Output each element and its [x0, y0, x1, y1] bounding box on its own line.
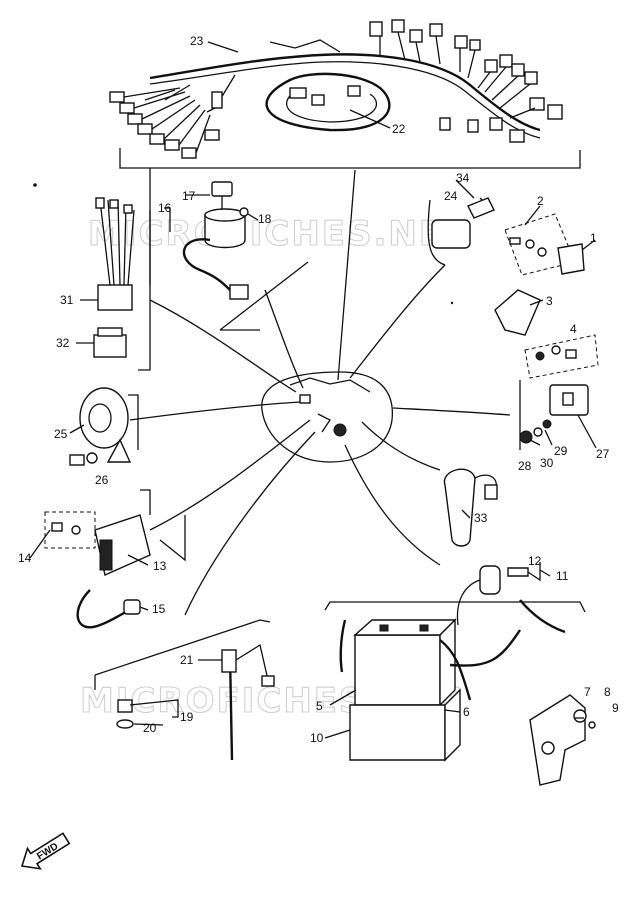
callout-22: 22: [392, 122, 406, 136]
callout-13: 13: [153, 559, 167, 573]
watermark-top: MICROFICHES.NET: [88, 214, 469, 254]
callout-16: 16: [158, 201, 172, 215]
callout-18: 18: [258, 212, 272, 226]
callout-28: 28: [518, 459, 532, 473]
callout-27: 27: [596, 447, 610, 461]
callout-30: 30: [540, 456, 554, 470]
regulator-assembly: [44, 489, 186, 629]
sensor-group: [94, 619, 275, 761]
callout-10: 10: [310, 731, 324, 745]
callout-19: 19: [180, 710, 194, 724]
callout-15: 15: [152, 602, 166, 616]
callout-7: 7: [584, 685, 591, 699]
callout-4: 4: [570, 322, 577, 336]
main-switch-assembly: [182, 181, 309, 331]
callout-leaders: [29, 41, 597, 739]
callout-23: 23: [190, 34, 204, 48]
battery-assembly: [324, 565, 586, 762]
connection-leaders: [129, 168, 511, 616]
callout-11: 11: [556, 569, 569, 583]
callout-26: 26: [95, 473, 109, 487]
right-side-parts: [427, 197, 599, 547]
callout-33: 33: [474, 511, 488, 525]
callout-6: 6: [463, 705, 470, 719]
callout-14: 14: [18, 551, 32, 565]
callout-5: 5: [316, 699, 323, 713]
callout-32: 32: [56, 336, 70, 350]
callout-31: 31: [60, 293, 74, 307]
frame-junction: [261, 371, 394, 463]
harness-bracket: [119, 148, 581, 169]
callout-2: 2: [537, 194, 544, 208]
callout-8: 8: [604, 685, 611, 699]
callout-9: 9: [612, 701, 619, 715]
callout-1: 1: [590, 231, 597, 245]
callout-17: 17: [182, 189, 196, 203]
callout-21: 21: [180, 653, 194, 667]
callout-34: 34: [456, 171, 470, 185]
wire-harness-group: [109, 19, 563, 159]
callout-12: 12: [528, 554, 542, 568]
callout-labels: 1 2 3 4 5 6 7 8 9 10 11 12 13 14 15 16 1…: [18, 34, 619, 745]
callout-29: 29: [554, 444, 568, 458]
callout-20: 20: [143, 721, 157, 735]
speck: [450, 301, 454, 305]
horn-assembly: [69, 387, 139, 466]
callout-3: 3: [546, 294, 553, 308]
speck: [33, 183, 37, 187]
relay-group-left: [93, 197, 151, 371]
callout-25: 25: [54, 427, 68, 441]
forward-arrow: FWD: [20, 832, 71, 870]
callout-24: 24: [444, 189, 458, 203]
bracket-assembly: [529, 694, 596, 786]
